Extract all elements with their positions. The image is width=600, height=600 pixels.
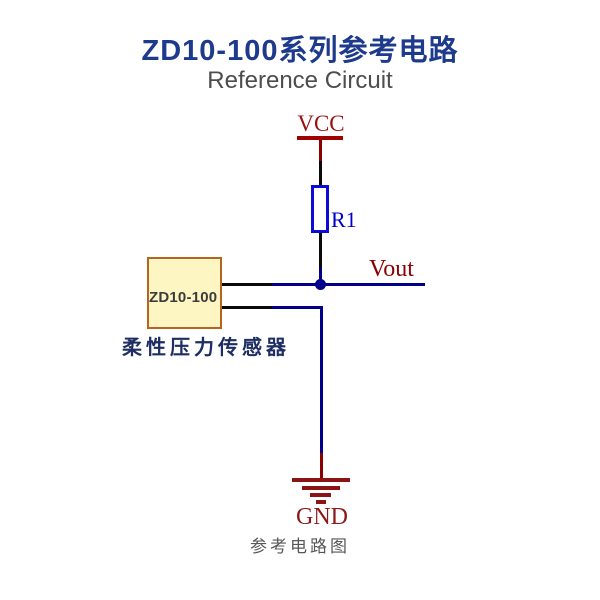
wire-to-ground-red	[320, 453, 323, 479]
figure-subtitle: Reference Circuit	[207, 67, 393, 94]
vout-label: Vout	[369, 256, 414, 282]
wire-sensor-pin2-black	[222, 306, 272, 309]
wire-vcc-red-segment	[319, 139, 322, 161]
sensor-box	[147, 257, 222, 329]
wire-sensor-pin2-blue	[272, 306, 323, 309]
ground-symbol-bar-4	[316, 500, 326, 504]
vcc-label: VCC	[297, 111, 345, 136]
wire-vout-blue	[272, 283, 425, 286]
ground-symbol-bar-1	[292, 478, 350, 482]
vcc-power-bar	[297, 136, 343, 140]
wire-vcc-to-resistor	[319, 161, 322, 186]
sensor-part-number: ZD10-100	[149, 289, 218, 306]
wire-resistor-to-junction-blue	[319, 268, 322, 285]
resistor-r1-label: R1	[331, 207, 357, 232]
sensor-caption: 柔性压力传感器	[122, 337, 290, 359]
wire-resistor-to-junction-black	[319, 233, 322, 268]
wire-to-ground-blue	[320, 306, 323, 453]
wire-sensor-pin1-black	[222, 283, 272, 286]
resistor-r1-body	[311, 185, 329, 233]
gnd-label: GND	[296, 504, 348, 530]
ground-symbol-bar-3	[310, 493, 331, 497]
ground-symbol-bar-2	[302, 486, 340, 490]
figure-title: ZD10-100系列参考电路	[141, 35, 459, 67]
footer-caption: 参考电路图	[250, 537, 350, 556]
